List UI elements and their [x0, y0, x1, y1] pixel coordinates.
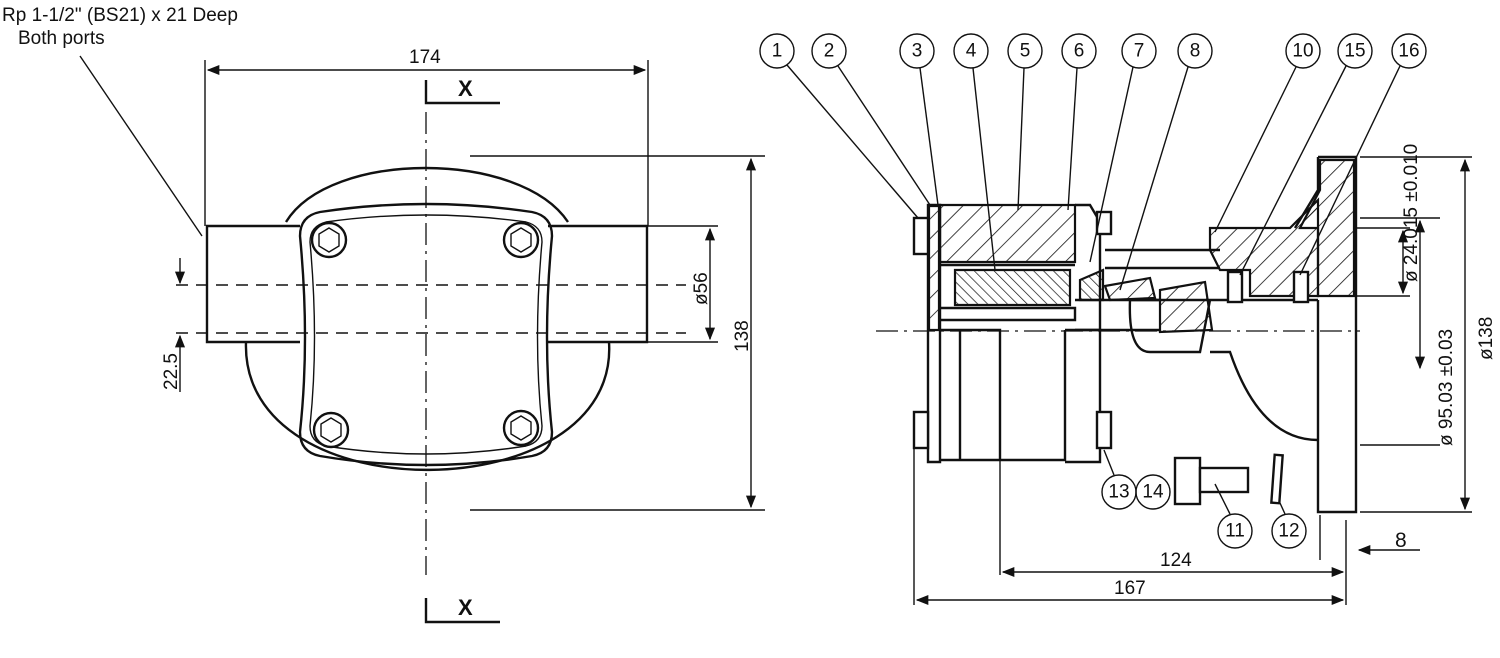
cover-screw-bottom — [912, 410, 930, 450]
flange-diameter-dimension: ø138 — [1476, 317, 1497, 360]
balloon-15: 15 — [1239, 33, 1373, 276]
section-label-bottom: X — [458, 595, 473, 620]
svg-text:2: 2 — [824, 41, 835, 62]
balloon-1: 1 — [759, 33, 919, 219]
lower-body — [940, 328, 1102, 464]
cover-screw-top — [912, 216, 930, 256]
bearing-housing — [1128, 298, 1319, 442]
mech-seal — [1103, 276, 1157, 302]
bolt-top-right — [502, 221, 540, 259]
balloon-13: 13 — [1101, 449, 1137, 510]
side-view: 1 2 3 4 5 — [759, 33, 1497, 606]
balloon-11: 11 — [1214, 483, 1253, 549]
svg-text:4: 4 — [966, 41, 977, 62]
front-view: Rp 1-1/2" (BS21) x 21 Deep Both ports — [2, 5, 765, 624]
svg-text:13: 13 — [1108, 482, 1129, 503]
svg-text:5: 5 — [1020, 41, 1031, 62]
balloon-14: 14 — [1135, 474, 1171, 510]
housing-section — [1208, 197, 1320, 298]
cover-gasket — [1075, 203, 1102, 330]
body-screw — [1095, 410, 1113, 450]
height-dimension: 138 — [732, 320, 753, 352]
bearing-section — [1158, 280, 1214, 334]
balloon-5: 5 — [1007, 33, 1043, 211]
section-label-top: X — [458, 76, 473, 101]
balloon-2: 2 — [811, 33, 931, 206]
impeller-outline — [940, 263, 1077, 322]
svg-text:1: 1 — [772, 41, 783, 62]
port-note-line1: Rp 1-1/2" (BS21) x 21 Deep — [2, 5, 238, 26]
right-port — [548, 224, 649, 344]
balloon-16: 16 — [1299, 33, 1427, 276]
balloon-7: 7 — [1089, 33, 1157, 263]
svg-text:3: 3 — [912, 41, 923, 62]
loose-key — [1270, 453, 1284, 505]
cover-plate — [298, 202, 554, 467]
seal-section — [1078, 268, 1105, 302]
impeller-section — [953, 268, 1072, 307]
svg-text:10: 10 — [1292, 41, 1313, 62]
bolt-bottom-left — [312, 411, 350, 449]
spigot-diameter-dimension: ø 95.03 ±0.03 — [1436, 329, 1457, 446]
svg-text:6: 6 — [1074, 41, 1085, 62]
balloon-12: 12 — [1271, 502, 1307, 549]
left-port — [205, 224, 300, 344]
bearing-pin-1 — [1226, 270, 1244, 304]
svg-text:8: 8 — [1190, 41, 1201, 62]
section-mark-bottom — [424, 598, 500, 624]
bolt-bottom-right — [502, 409, 540, 447]
flange-dimension: 8 — [1395, 529, 1407, 552]
bolt-top-left — [310, 221, 348, 259]
shaft-diameter-dimension: ø 24.015 ±0.010 — [1401, 144, 1422, 282]
offset-dimension: 22.5 — [161, 353, 182, 390]
svg-text:15: 15 — [1344, 41, 1365, 62]
balloon-8: 8 — [1119, 33, 1213, 291]
balloon-6: 6 — [1061, 33, 1097, 211]
length-inner-dimension: 124 — [1160, 550, 1192, 571]
width-dimension: 174 — [409, 47, 441, 68]
cover-plate-inner — [309, 214, 543, 455]
balloon-4: 4 — [953, 33, 996, 271]
balloons: 1 2 3 4 5 — [759, 33, 1427, 549]
svg-text:7: 7 — [1134, 41, 1145, 62]
loose-bolt — [1173, 456, 1250, 506]
svg-text:12: 12 — [1278, 521, 1299, 542]
balloon-10: 10 — [1214, 33, 1321, 233]
svg-text:14: 14 — [1142, 482, 1164, 503]
end-cover-section — [927, 204, 941, 332]
port-diameter-dimension: ø56 — [691, 272, 712, 305]
port-note-line2: Both ports — [18, 28, 105, 49]
balloon-3: 3 — [899, 33, 939, 206]
pump-body-section — [938, 203, 1077, 264]
bearing-pin-2 — [1292, 270, 1310, 304]
section-mark-top — [424, 80, 500, 105]
port-note-leader — [79, 55, 203, 237]
svg-text:11: 11 — [1225, 521, 1245, 542]
length-overall-dimension: 167 — [1114, 578, 1146, 599]
svg-text:16: 16 — [1398, 41, 1419, 62]
